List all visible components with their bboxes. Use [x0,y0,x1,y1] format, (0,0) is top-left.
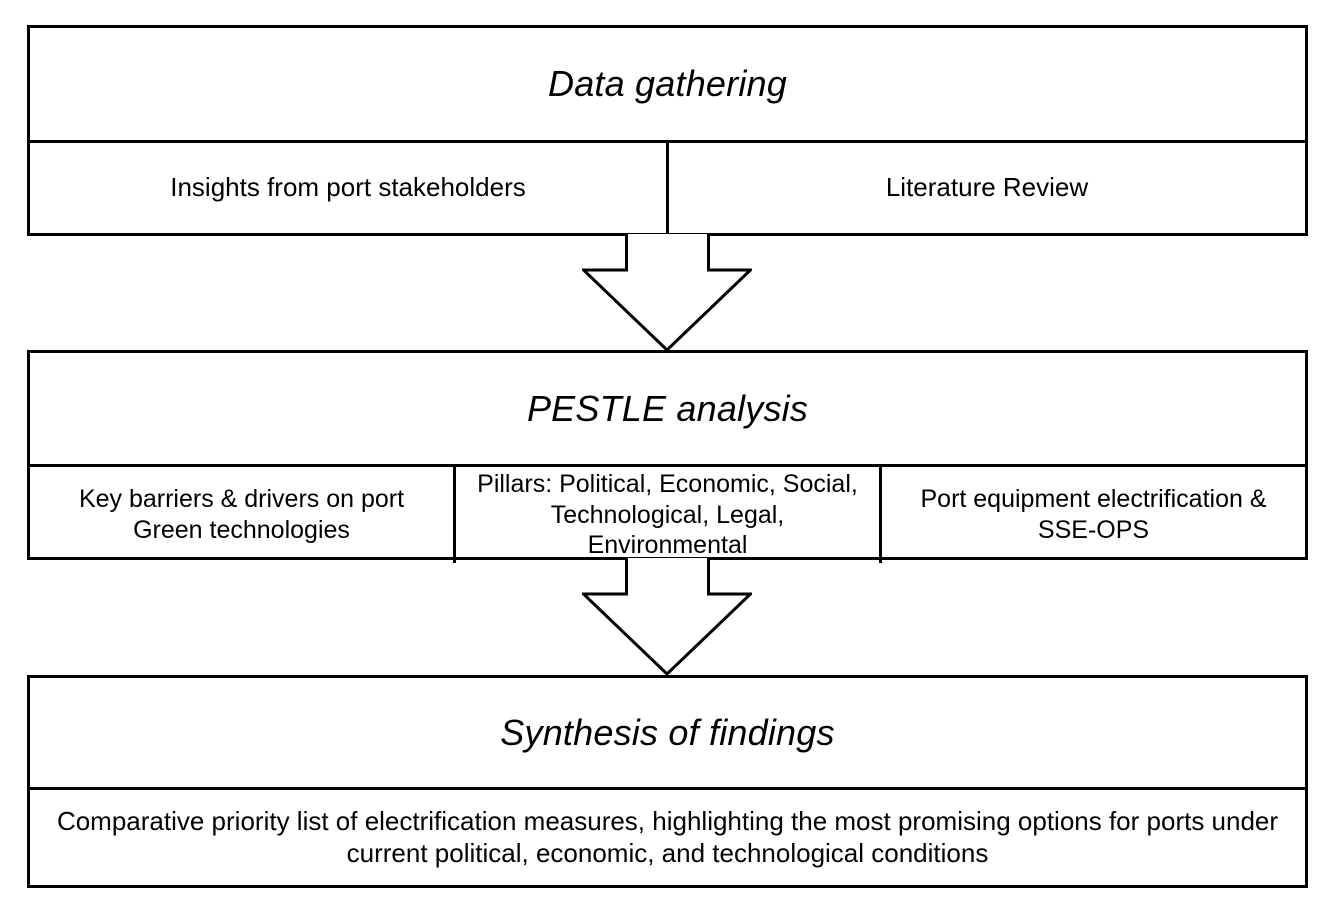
stage-title: Synthesis of findings [30,678,1305,790]
stage-cell: Pillars: Political, Economic, Social,Tec… [453,467,879,563]
down-arrow-icon [582,558,752,676]
stage-box-data-gathering: Data gathering Insights from port stakeh… [27,25,1308,236]
stage-title: PESTLE analysis [30,353,1305,467]
stage-cell: Literature Review [666,143,1305,233]
stage-cell: Port equipment electrification &SSE-OPS [879,467,1305,563]
stage-cell-row: Insights from port stakeholders Literatu… [30,143,1305,233]
down-arrow-icon [582,234,752,352]
stage-cell: Comparative priority list of electrifica… [56,805,1279,868]
stage-box-synthesis-of-findings: Synthesis of findings Comparative priori… [27,675,1308,888]
stage-cell: Insights from port stakeholders [170,172,526,203]
stage-box-pestle-analysis: PESTLE analysis Key barriers & drivers o… [27,350,1308,563]
stage-title: Data gathering [30,28,1305,143]
stage-cell-row: Comparative priority list of electrifica… [30,790,1305,885]
